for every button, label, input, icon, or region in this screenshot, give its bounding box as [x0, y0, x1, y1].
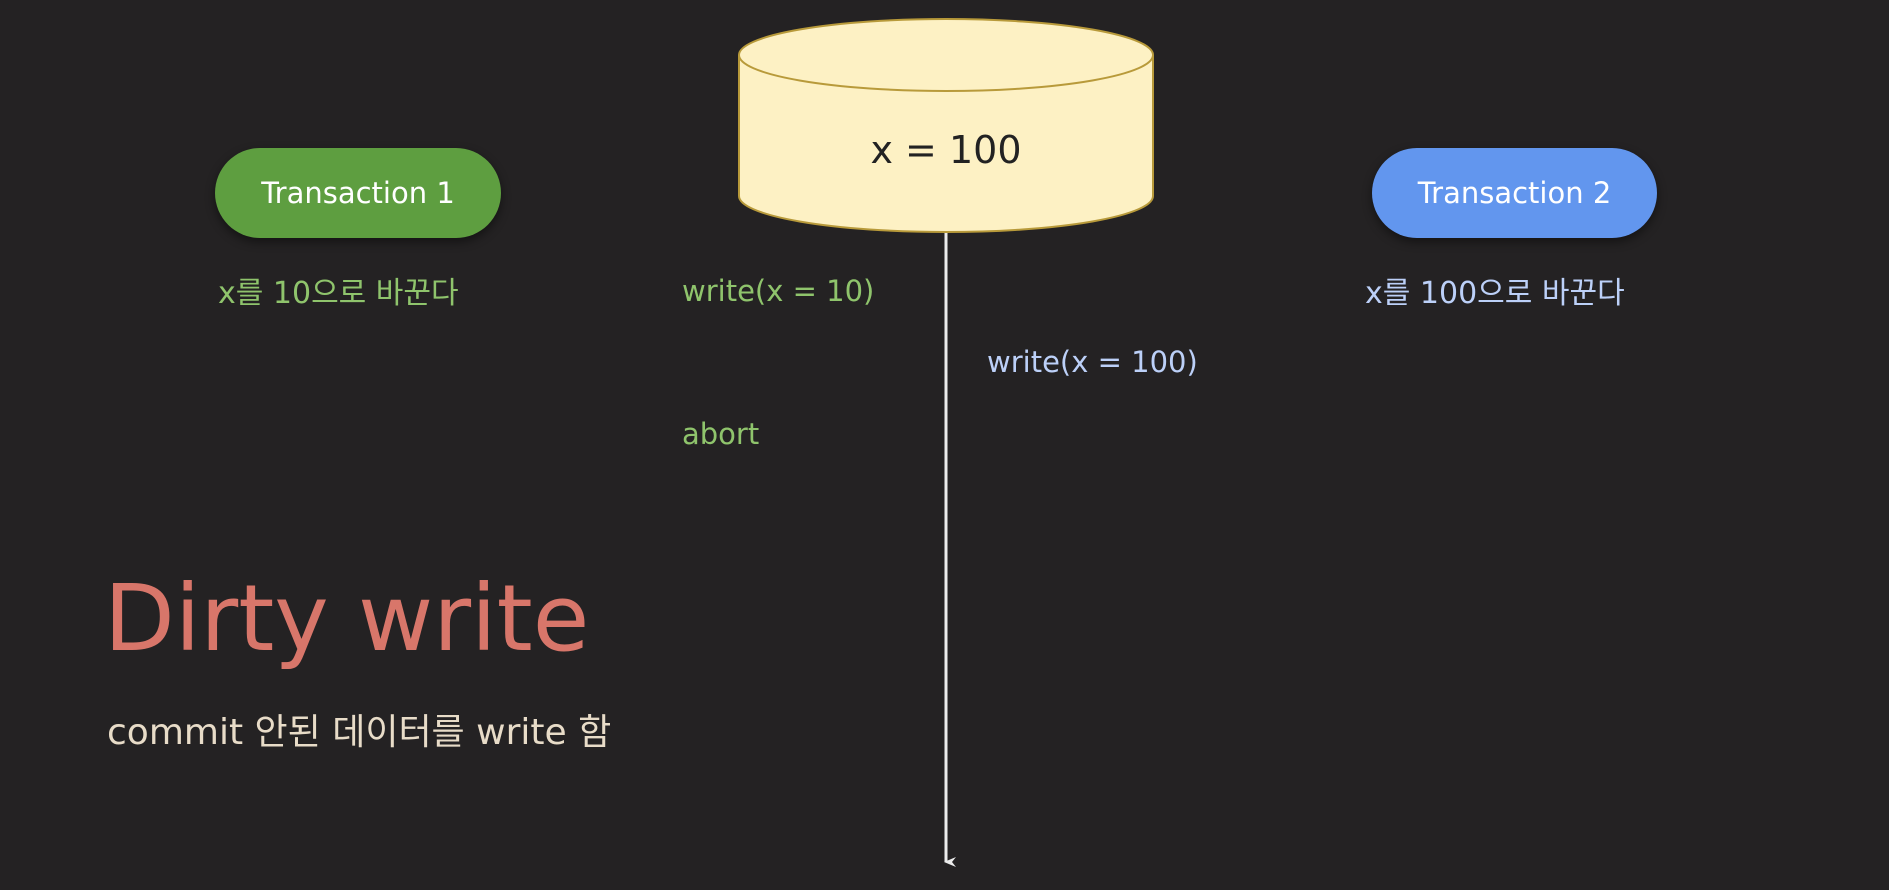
slide-title: Dirty write: [104, 565, 590, 672]
transaction-2-description: x를 100으로 바꾼다: [1365, 276, 1625, 311]
operation-write-100: write(x = 100): [987, 345, 1198, 379]
database-body: [738, 55, 1154, 233]
database-cylinder: [738, 18, 1154, 233]
transaction-1-badge: Transaction 1: [215, 148, 501, 238]
slide-subtitle: commit 안된 데이터를 write 함: [107, 712, 612, 753]
database-value-label: x = 100: [870, 128, 1022, 172]
operation-write-10: write(x = 10): [682, 274, 875, 308]
transaction-1-description: x를 10으로 바꾼다: [218, 276, 459, 311]
transaction-2-badge: Transaction 2: [1372, 148, 1657, 238]
operation-abort: abort: [682, 417, 760, 451]
database-top: [738, 18, 1154, 92]
